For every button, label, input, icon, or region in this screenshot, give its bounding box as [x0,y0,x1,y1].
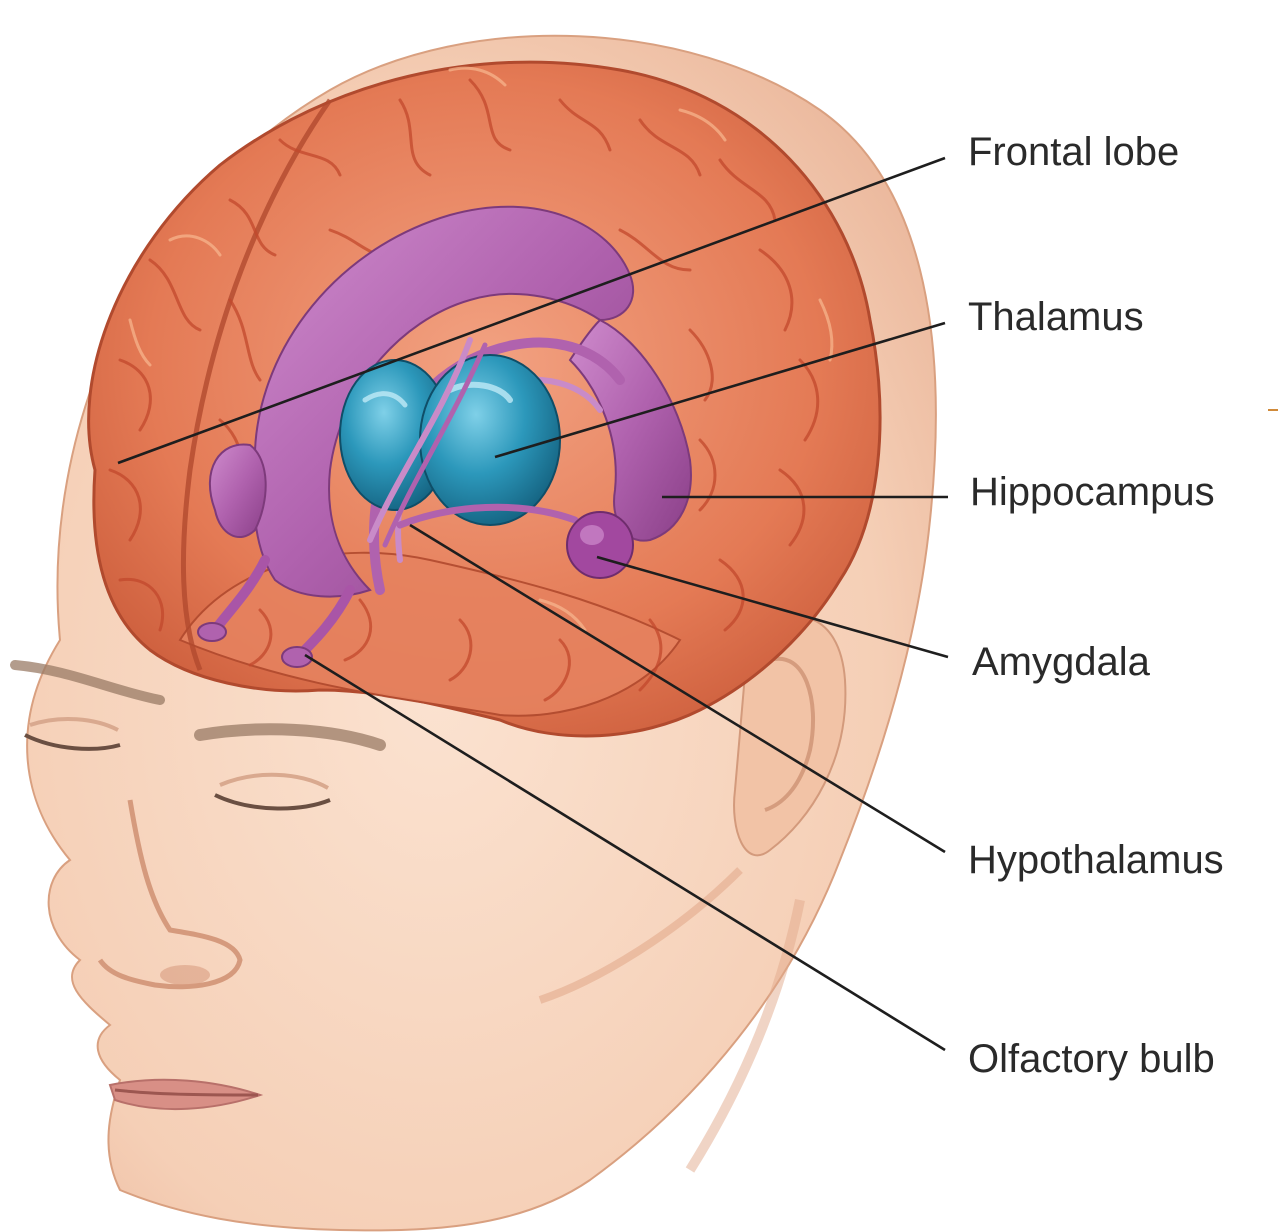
label-frontal-lobe: Frontal lobe [968,130,1179,174]
label-olfactory-bulb: Olfactory bulb [968,1037,1215,1081]
label-hypothalamus: Hypothalamus [968,838,1224,882]
label-amygdala: Amygdala [972,640,1151,684]
labels: Frontal lobe Thalamus Hippocampus Amygda… [968,130,1224,1081]
thalamus-right-lobe [420,355,560,525]
label-thalamus: Thalamus [968,295,1144,339]
label-hippocampus: Hippocampus [970,470,1215,514]
amygdala-shape [567,512,633,578]
